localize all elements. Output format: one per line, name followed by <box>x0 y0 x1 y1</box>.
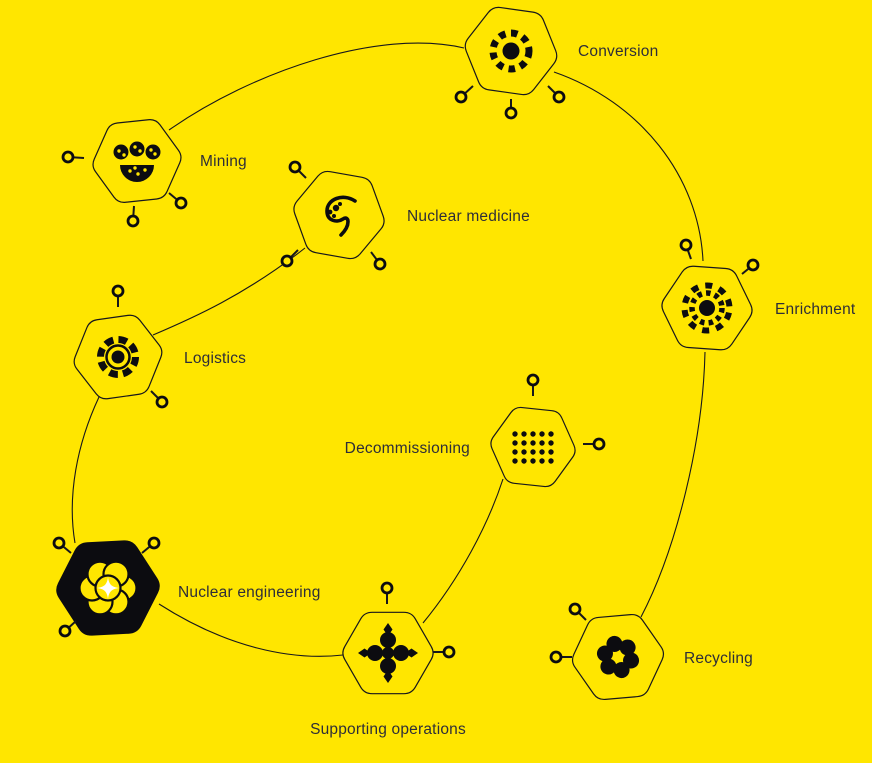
node-logistics[interactable]: Logistics <box>68 284 246 409</box>
atom-double-ring-icon <box>681 282 733 334</box>
node-recycling[interactable]: Recycling <box>549 602 753 703</box>
molecule-cluster-icon <box>78 560 138 616</box>
node-label: Conversion <box>578 43 658 60</box>
ore-pile-icon <box>113 141 161 182</box>
hexagon[interactable] <box>286 166 392 264</box>
node-conversion[interactable]: Conversion <box>454 2 658 120</box>
atom-ring-icon <box>489 29 533 73</box>
connector-port <box>526 373 540 396</box>
edge-nuclear-engineering-supporting-ops <box>158 603 344 657</box>
node-label: Decommissioning <box>345 440 470 457</box>
connector-port <box>433 645 456 659</box>
connector-port <box>280 249 299 268</box>
connector-port <box>52 536 72 554</box>
node-label: Mining <box>200 153 247 170</box>
node-mining[interactable]: Mining <box>61 116 247 228</box>
connector-port <box>741 258 760 275</box>
connector-port <box>504 99 518 120</box>
hexagon[interactable] <box>568 611 668 703</box>
node-nuclear-medicine[interactable]: Nuclear medicine <box>280 160 530 271</box>
hexagon[interactable] <box>486 404 580 490</box>
connector-port <box>168 192 188 210</box>
sparkle-icon <box>97 577 119 599</box>
connector-port <box>547 85 566 104</box>
connector-port <box>61 150 85 164</box>
connector-port <box>454 85 474 104</box>
node-supporting-operations[interactable]: Supporting operations <box>310 581 466 738</box>
node-label: Nuclear medicine <box>407 208 530 225</box>
connector-port <box>380 581 394 604</box>
edge-logistics-nuclear-engineering <box>71 396 100 544</box>
node-label: Enrichment <box>775 301 856 318</box>
connector-port <box>679 238 693 260</box>
connector-port <box>150 390 169 409</box>
node-label: Logistics <box>184 350 246 367</box>
connector-port <box>583 437 606 451</box>
hexagon[interactable] <box>88 116 186 206</box>
node-nuclear-engineering[interactable]: Nuclear engineering <box>52 536 321 638</box>
circle-cross-icon <box>358 623 418 683</box>
connector-port <box>58 620 77 638</box>
connector-port <box>111 284 125 307</box>
gear-target-icon <box>97 336 139 378</box>
connector-port <box>549 650 572 664</box>
node-label: Nuclear engineering <box>178 584 321 601</box>
node-label: Supporting operations <box>310 721 466 738</box>
medicine-swirl-icon <box>325 195 357 237</box>
edge-conversion-enrichment <box>553 71 704 262</box>
edge-enrichment-recycling <box>640 351 706 618</box>
connector-port <box>126 205 140 228</box>
connector-port <box>370 251 387 271</box>
circle-ring-icon <box>596 635 640 679</box>
node-enrichment[interactable]: Enrichment <box>658 238 856 353</box>
edge-mining-conversion <box>168 42 465 131</box>
node-label: Recycling <box>684 650 753 667</box>
connector-port <box>568 602 587 621</box>
connector-port <box>288 160 307 179</box>
edge-supporting-ops-decommissioning <box>422 478 504 624</box>
node-decommissioning[interactable]: Decommissioning <box>345 373 606 490</box>
connector-port <box>141 536 161 554</box>
dot-grid-icon <box>512 431 554 464</box>
